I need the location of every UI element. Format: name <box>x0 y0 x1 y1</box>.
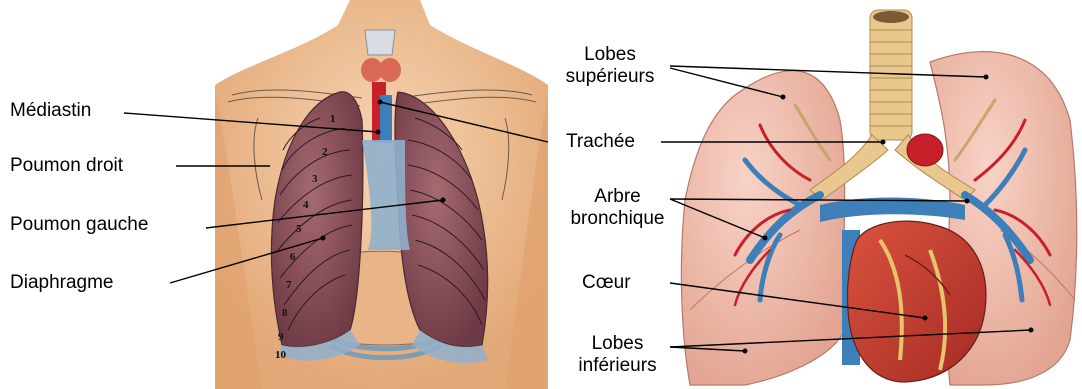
rib-number: 6 <box>290 251 296 263</box>
lungs-heart-illustration <box>681 10 1076 385</box>
label-lobes-inferieurs-line2: inférieurs <box>560 355 675 377</box>
rib-number: 5 <box>296 223 302 235</box>
label-arbre-bronchique: Arbre bronchique <box>560 186 675 230</box>
rib-number: 1 <box>330 113 336 125</box>
rib-number: 3 <box>312 173 318 185</box>
label-lobes-inferieurs-line1: Lobes <box>560 333 675 355</box>
label-poumon-gauche: Poumon gauche <box>10 214 148 236</box>
rib-number: 10 <box>275 349 287 361</box>
label-poumon-droit: Poumon droit <box>10 155 123 177</box>
label-mediastin: Médiastin <box>10 100 91 122</box>
lung-left-panel-shape <box>681 71 845 385</box>
rib-number: 7 <box>286 279 292 291</box>
rib-number: 8 <box>282 307 288 319</box>
rib-number: 2 <box>322 146 328 158</box>
label-coeur: Cœur <box>582 272 631 294</box>
label-diaphragme: Diaphragme <box>10 272 114 294</box>
label-lobes-inferieurs: Lobes inférieurs <box>560 333 675 377</box>
label-arbre-line1: Arbre <box>560 186 675 208</box>
label-lobes-superieurs-line1: Lobes <box>548 44 672 66</box>
label-lobes-superieurs: Lobes supérieurs <box>548 44 672 88</box>
label-lobes-superieurs-line2: supérieurs <box>548 66 672 88</box>
label-trachee: Trachée <box>566 131 635 153</box>
rib-number: 4 <box>303 199 309 211</box>
label-arbre-line2: bronchique <box>560 208 675 230</box>
rib-number: 9 <box>278 331 284 343</box>
